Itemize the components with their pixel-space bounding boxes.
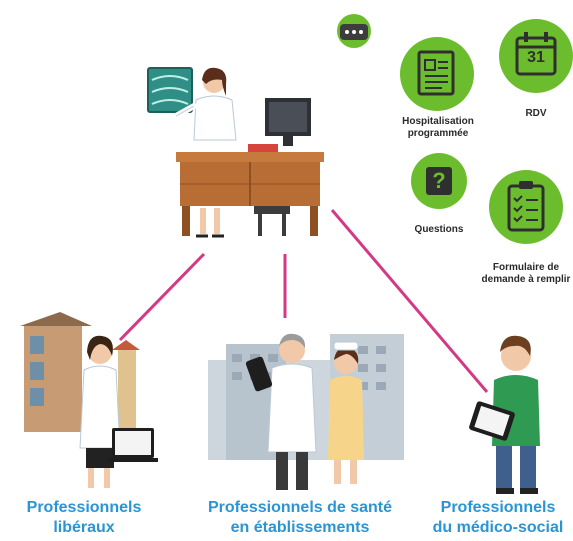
hospitalisation-label-line2: programmée [407,128,469,139]
group-label-liberaux-line1: Professionnels [26,499,142,516]
group-label-liberaux: Professionnels libéraux [14,498,154,538]
group-label-sante-line1: Professionnels de santé [207,499,393,516]
question-icon [411,153,467,209]
liberal-professional-illustration [20,312,158,488]
hospitalisation-label: Hospitalisation programmée [392,116,484,140]
group-label-medico-line1: Professionnels [440,499,556,516]
group-label-medico-line2: du médico-social [432,519,564,536]
rdv-label: RDV [525,108,547,119]
group-label-medico: Professionnels du médico-social [424,498,572,538]
hospitalisation-label-line1: Hospitalisation [402,116,474,127]
medico-social-professional-illustration [469,335,540,494]
calendar-day-text: 31 [527,49,545,66]
formulaire-label-line1: Formulaire de [492,262,560,273]
formulaire-label: Formulaire de demande à remplir [476,262,573,286]
question-glyph: ? [432,168,446,193]
group-label-sante: Professionnels de santé en établissement… [192,498,408,538]
hospital-staff-illustration [208,333,404,490]
questions-label: Questions [414,224,464,235]
calendar-icon [499,19,573,93]
group-label-liberaux-line2: libéraux [53,519,115,536]
document-form-icon [400,37,474,111]
clipboard-checklist-icon [489,170,563,244]
connectors [118,209,489,393]
chat-dots-icon [337,14,371,48]
formulaire-label-line2: demande à remplir [481,274,571,285]
doctor-desk-illustration [147,67,324,238]
group-label-sante-line2: en établissements [230,519,370,536]
